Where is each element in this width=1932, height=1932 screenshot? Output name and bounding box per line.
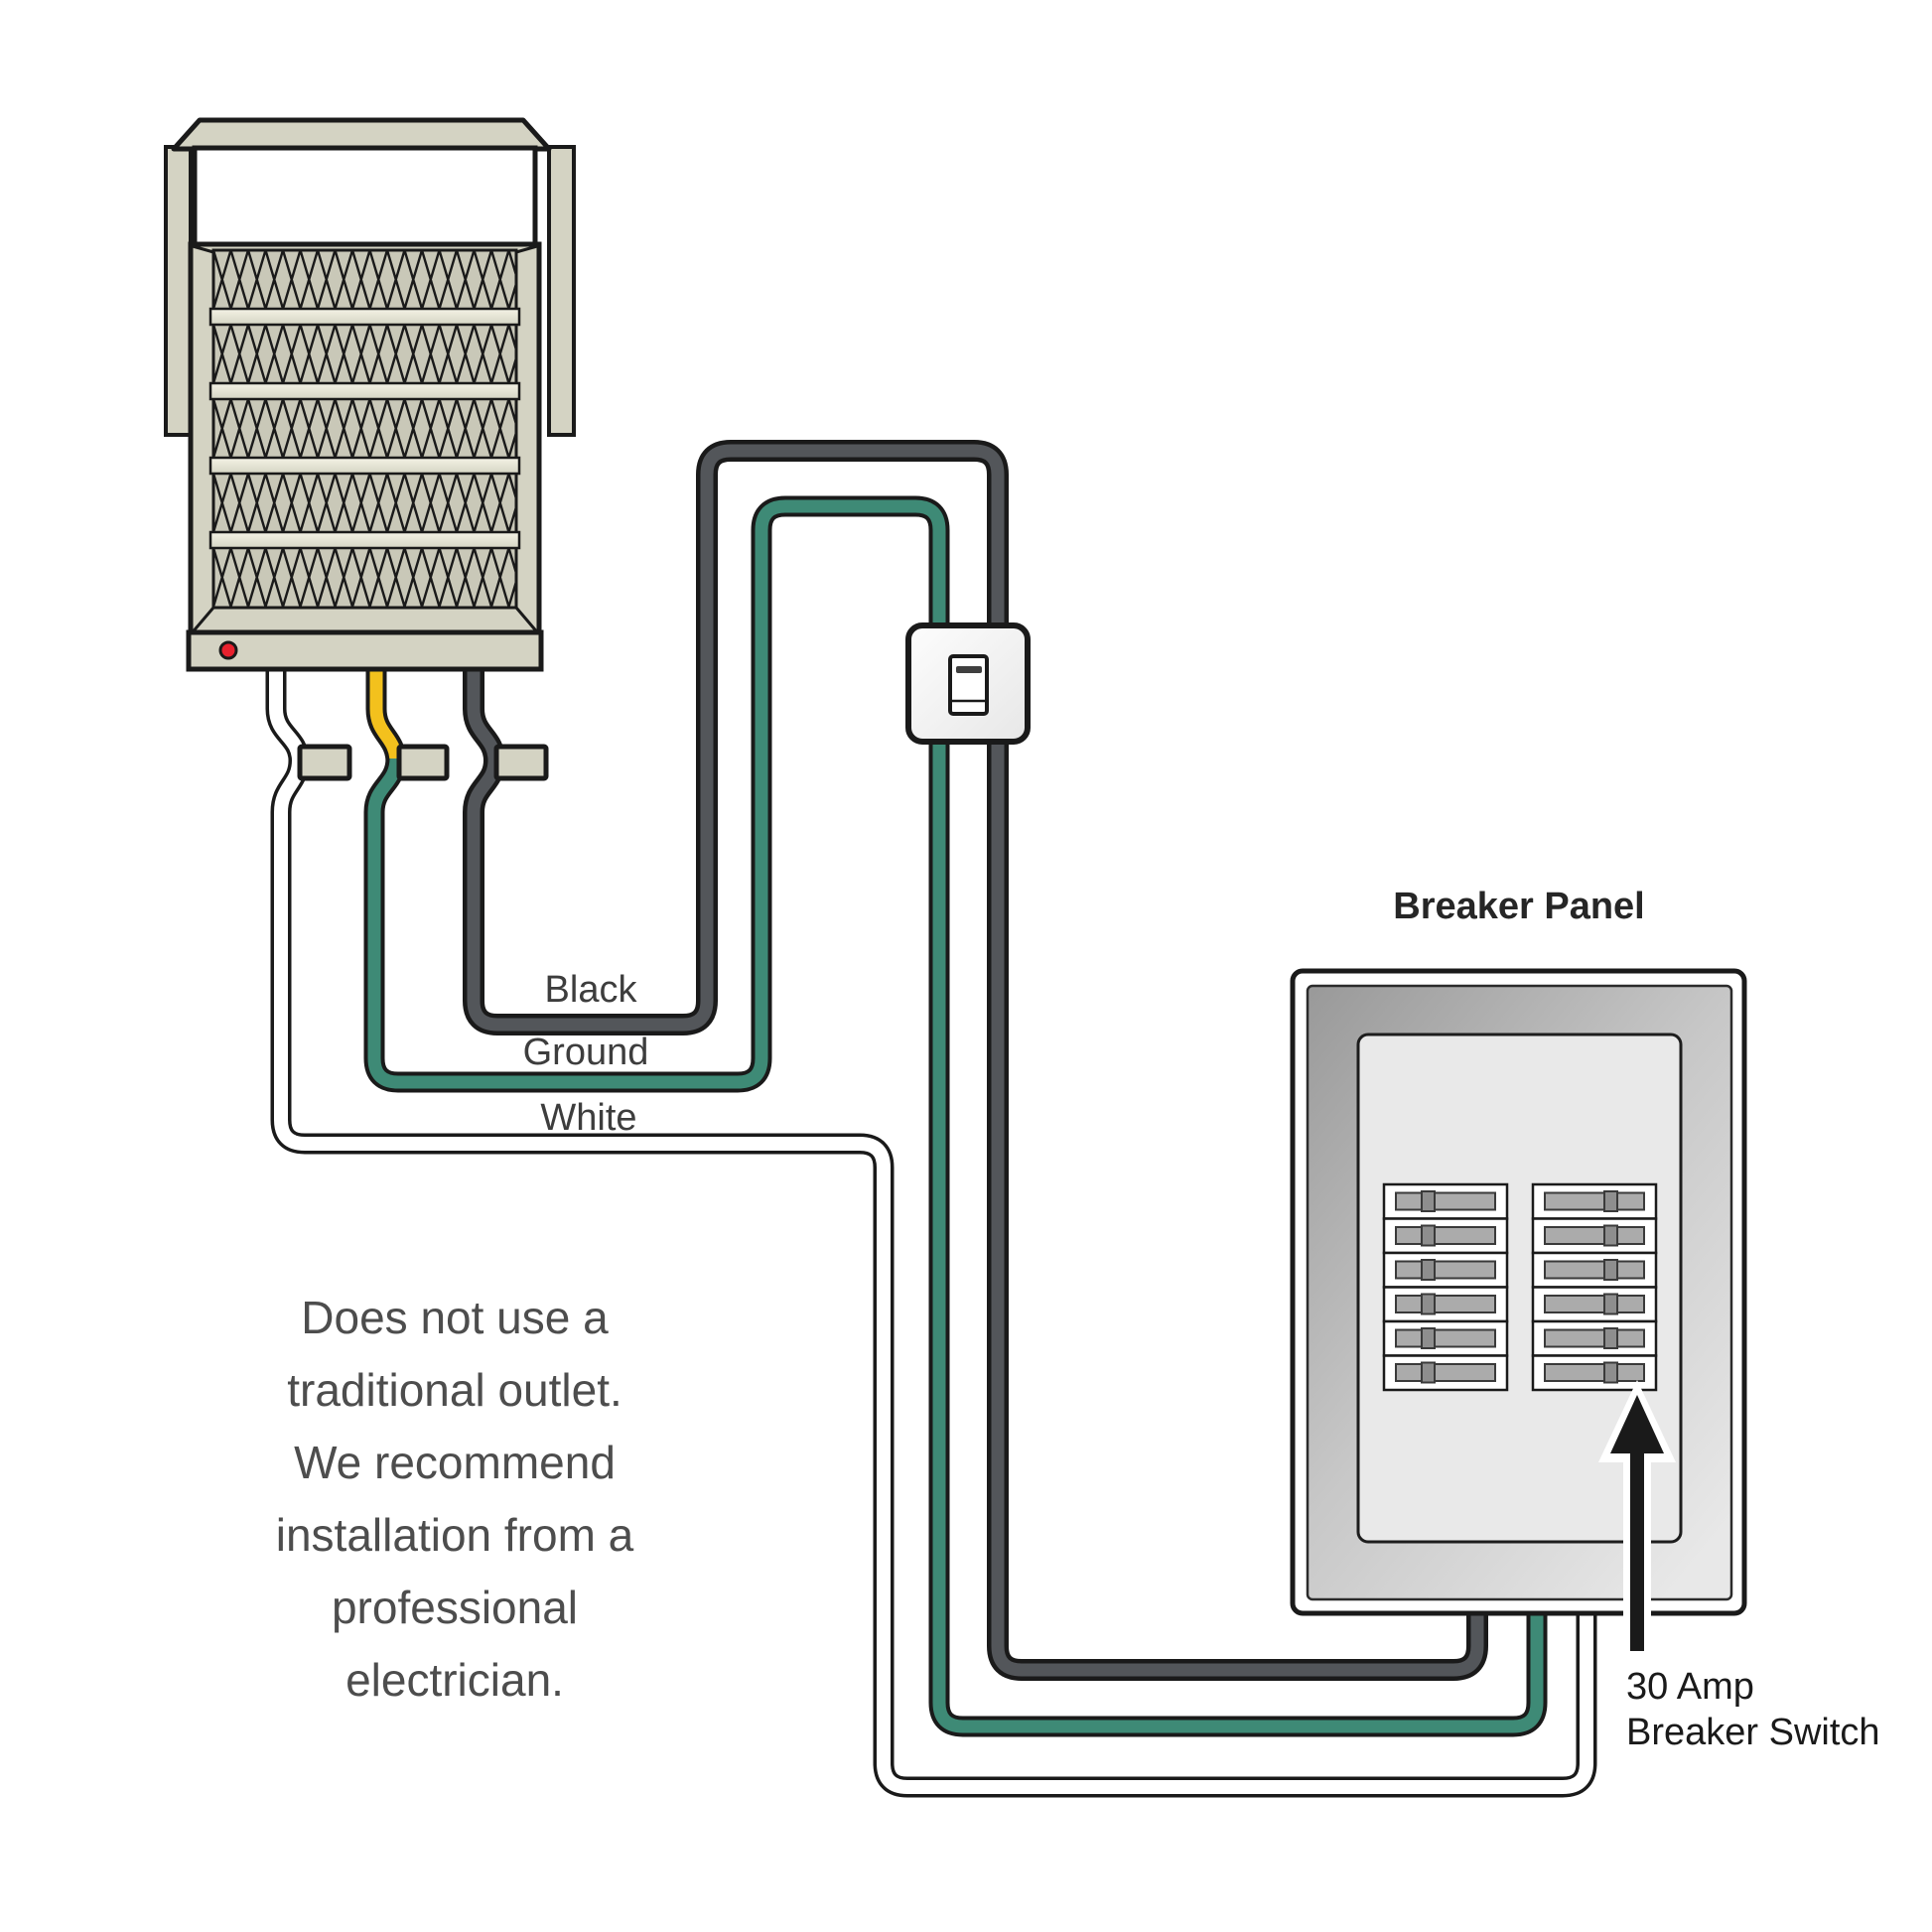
note-line: installation from a (276, 1509, 634, 1561)
wire-nut-connectors (297, 744, 549, 781)
note-line: We recommend (294, 1437, 616, 1488)
breaker-module-left-4 (1382, 1286, 1509, 1323)
heater-unit (164, 117, 576, 672)
heater-grille (189, 244, 541, 635)
breaker-module-right-3 (1531, 1251, 1658, 1289)
annotation-line-2: Breaker Switch (1626, 1712, 1880, 1753)
breaker-module-left-3 (1382, 1251, 1509, 1289)
breaker-module-left-6 (1382, 1354, 1509, 1392)
label-ground: Ground (523, 1032, 649, 1073)
power-indicator-light (218, 640, 238, 660)
heater-right-bracket (547, 145, 576, 437)
wire-nut-black (493, 744, 549, 781)
wires (265, 440, 1597, 1798)
breaker-toggle-bar (1395, 1191, 1496, 1211)
breaker-toggle-notch (1603, 1190, 1618, 1212)
breaker-module-right-6 (1531, 1354, 1658, 1392)
yellow-wire (365, 668, 407, 763)
breaker-toggle-bar (1544, 1191, 1645, 1211)
breaker-toggle-bar (1544, 1226, 1645, 1245)
breaker-toggle-notch (1421, 1327, 1436, 1349)
breaker-module-right-1 (1531, 1182, 1658, 1220)
heater-left-bracket (164, 145, 193, 437)
inline-power-switch (905, 622, 1031, 745)
panel-inner-door (1356, 1033, 1683, 1544)
heater-front-panel (192, 145, 538, 247)
wire-nut-ground (396, 744, 450, 781)
breaker-toggle-bar (1544, 1260, 1645, 1280)
breaker-panel-title: Breaker Panel (1393, 886, 1645, 927)
breaker-panel: Breaker Panel (1290, 886, 1747, 1616)
breaker-toggle-notch (1421, 1259, 1436, 1281)
breaker-toggle-bar (1395, 1226, 1496, 1245)
green-wire (363, 495, 1548, 1737)
breaker-toggle-bar (1395, 1363, 1496, 1382)
breaker-toggle-notch (1421, 1224, 1436, 1247)
heater-top-cap (171, 117, 552, 152)
breaker-toggle-notch (1603, 1293, 1618, 1315)
toggle-switch-icon (948, 654, 989, 716)
up-arrow-icon (1598, 1380, 1676, 1651)
wire-labels: Black Ground White (523, 969, 649, 1139)
label-white: White (540, 1097, 636, 1139)
breaker-module-left-1 (1382, 1182, 1509, 1220)
note-line: electrician. (345, 1654, 564, 1706)
annotation-line-1: 30 Amp (1626, 1666, 1754, 1708)
grille-bar (208, 307, 521, 327)
advisory-note: Does not use a traditional outlet. We re… (276, 1292, 634, 1706)
breaker-annotation: 30 Amp Breaker Switch (1598, 1380, 1880, 1753)
grille-bar (208, 381, 521, 401)
note-line: traditional outlet. (287, 1364, 622, 1416)
breaker-toggle-notch (1603, 1259, 1618, 1281)
breaker-toggle-notch (1603, 1327, 1618, 1349)
breaker-columns (1382, 1182, 1658, 1392)
breaker-toggle-bar (1544, 1295, 1645, 1313)
breaker-toggle-notch (1603, 1361, 1618, 1384)
note-line: professional (332, 1582, 578, 1633)
breaker-toggle-bar (1395, 1260, 1496, 1280)
breaker-toggle-bar (1395, 1328, 1496, 1348)
black-wire (463, 440, 1488, 1681)
breaker-toggle-notch (1421, 1293, 1436, 1315)
breaker-module-left-2 (1382, 1217, 1509, 1255)
breaker-toggle-notch (1603, 1224, 1618, 1247)
breaker-toggle-notch (1421, 1361, 1436, 1384)
label-black: Black (545, 969, 638, 1011)
grille-bar (208, 456, 521, 476)
breaker-toggle-notch (1421, 1190, 1436, 1212)
breaker-module-right-4 (1531, 1286, 1658, 1323)
heater-base (186, 629, 544, 672)
breaker-module-right-5 (1531, 1319, 1658, 1357)
breaker-toggle-bar (1544, 1328, 1645, 1348)
note-line: Does not use a (301, 1292, 609, 1343)
breaker-module-right-2 (1531, 1217, 1658, 1255)
wire-nut-white (297, 744, 352, 781)
breaker-module-left-5 (1382, 1319, 1509, 1357)
breaker-toggle-bar (1544, 1363, 1645, 1382)
grille-bar (208, 530, 521, 550)
breaker-toggle-bar (1395, 1295, 1496, 1313)
